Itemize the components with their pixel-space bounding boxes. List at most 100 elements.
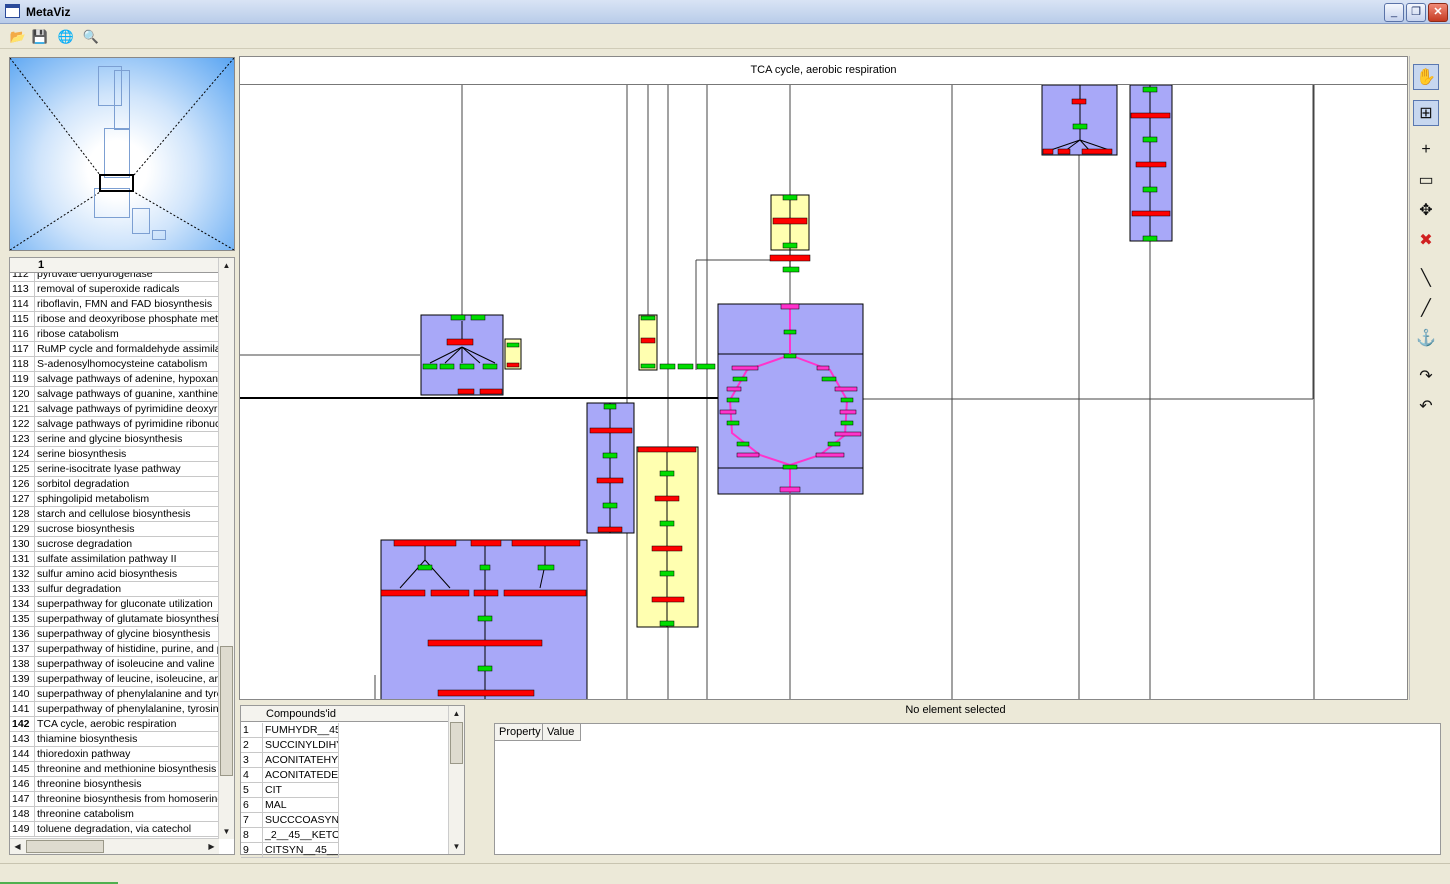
scroll-up-icon[interactable]: ▲ — [452, 709, 461, 718]
row-number: 3 — [241, 753, 263, 768]
compounds-vscroll[interactable]: ▲ ▼ — [448, 706, 464, 854]
open-folder-icon[interactable]: 📂 — [9, 29, 27, 44]
list-item-number: 126 — [10, 477, 35, 491]
pathway-canvas[interactable]: TCA cycle, aerobic respiration — [239, 56, 1408, 700]
scroll-thumb[interactable] — [26, 840, 104, 853]
property-column-header[interactable]: Property — [495, 724, 543, 741]
scroll-right-icon[interactable]: ▶ — [208, 842, 215, 851]
link-down-icon[interactable]: ╲ — [1421, 270, 1431, 287]
link-up-icon[interactable]: ╱ — [1421, 300, 1431, 317]
window-title: MetaViz — [26, 5, 71, 19]
pan-tool-icon[interactable]: ✋ — [1413, 64, 1439, 90]
overview-minimap[interactable] — [9, 57, 235, 251]
row-number: 7 — [241, 813, 263, 828]
minimize-button[interactable]: _ — [1384, 3, 1404, 22]
list-item-label: superpathway of isoleucine and valine b — [37, 658, 219, 670]
overview-shape — [114, 70, 130, 130]
list-item-label: salvage pathways of pyrimidine deoxyrib — [37, 403, 219, 415]
frame-select-icon[interactable]: ▭ — [1418, 172, 1434, 189]
fit-view-icon[interactable]: ⊞ — [1413, 100, 1439, 126]
add-node-icon[interactable]: + — [1421, 141, 1431, 158]
list-item-label: sphingolipid metabolism — [37, 493, 150, 505]
list-item-number: 115 — [10, 312, 35, 326]
restore-button[interactable]: ❐ — [1406, 3, 1426, 22]
scroll-left-icon[interactable]: ◀ — [14, 842, 21, 851]
compounds-header[interactable]: Compounds'id — [241, 706, 451, 722]
table-row[interactable]: 8_2__45__KETOG — [241, 828, 451, 843]
zoom-icon[interactable]: 🔍 — [82, 29, 100, 44]
move-icon[interactable]: ✥ — [1419, 202, 1433, 219]
anchor-icon[interactable]: ⚓ — [1416, 330, 1436, 347]
globe-icon[interactable]: 🌐 — [57, 29, 75, 44]
close-button[interactable]: ✕ — [1428, 3, 1448, 22]
value-column-header[interactable]: Value — [543, 724, 581, 741]
scroll-down-icon[interactable]: ▼ — [452, 842, 461, 851]
list-item-number: 129 — [10, 522, 35, 536]
scroll-up-icon[interactable]: ▲ — [222, 261, 231, 270]
list-item-number: 125 — [10, 462, 35, 476]
delete-icon[interactable]: ✖ — [1419, 232, 1433, 249]
pathway-list-header[interactable]: 1 — [10, 258, 234, 273]
pathway-graph[interactable] — [240, 85, 1407, 699]
save-icon[interactable]: 💾 — [31, 29, 49, 44]
scroll-down-icon[interactable]: ▼ — [222, 827, 231, 836]
list-item-number: 148 — [10, 807, 35, 821]
overview-shape — [152, 230, 166, 240]
scroll-thumb[interactable] — [220, 646, 233, 776]
pathway-list-hscroll[interactable]: ◀ ▶ — [10, 838, 219, 854]
undo-icon[interactable]: ↶ — [1419, 398, 1433, 415]
list-item-label: superpathway of glutamate biosynthesis — [37, 613, 219, 625]
pathway-list-vscroll[interactable]: ▲ ▼ — [218, 258, 234, 839]
redo-icon[interactable]: ↷ — [1419, 368, 1433, 385]
scroll-thumb[interactable] — [450, 722, 463, 764]
overview-viewport[interactable] — [99, 174, 134, 192]
list-item-number: 142 — [10, 717, 35, 731]
